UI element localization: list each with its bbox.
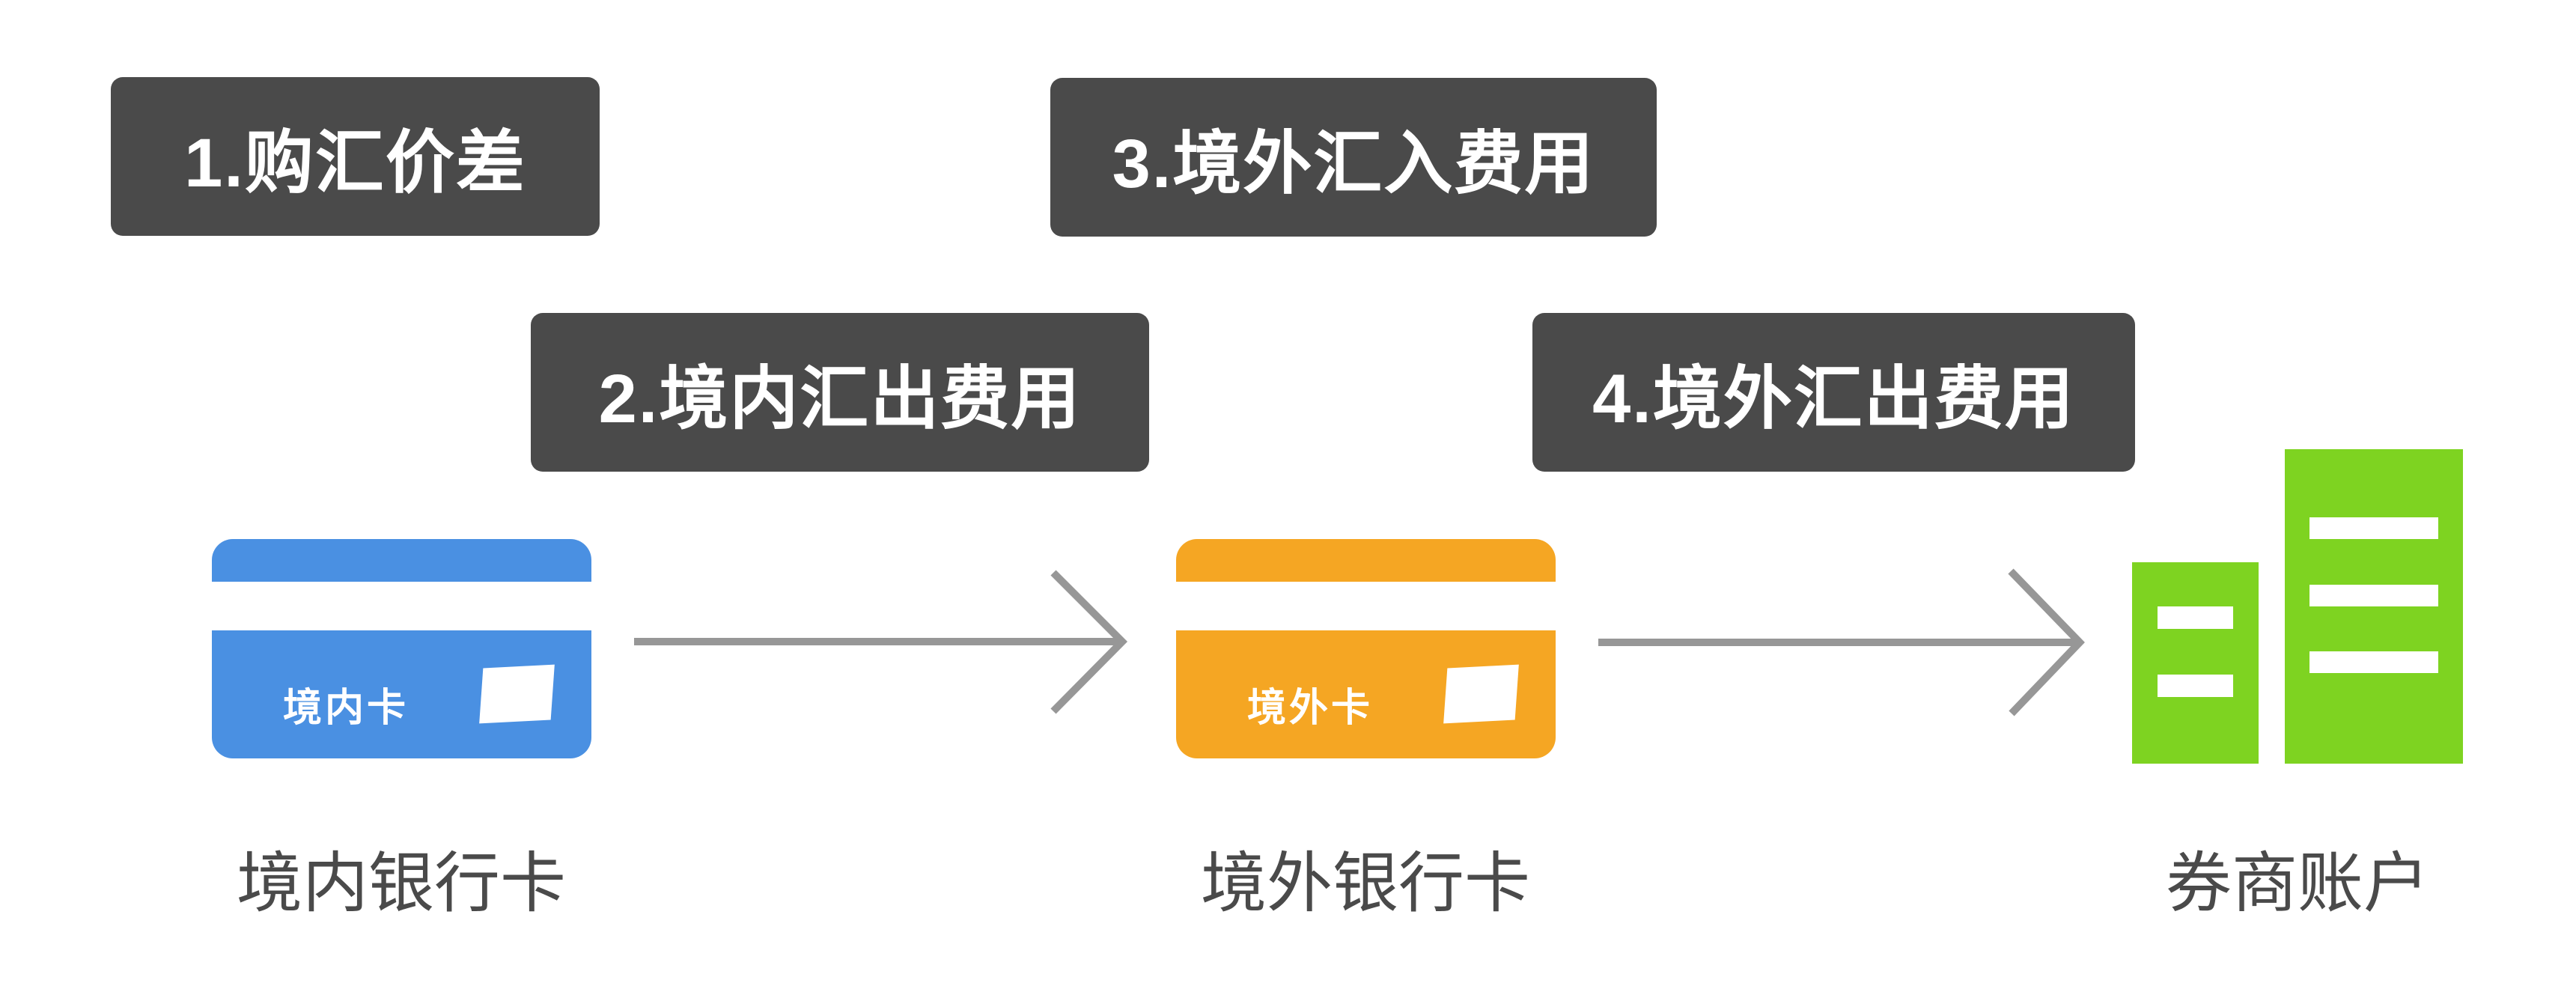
card-body: 境外卡 bbox=[1176, 630, 1556, 758]
card-body: 境内卡 bbox=[212, 630, 591, 758]
building-window bbox=[2158, 675, 2233, 697]
building-short bbox=[2132, 562, 2259, 764]
overseas-bank-card-icon: 境外卡 bbox=[1176, 539, 1556, 758]
building-window bbox=[2309, 585, 2438, 606]
building-window bbox=[2309, 517, 2438, 539]
domestic-bank-card-icon: 境内卡 bbox=[212, 539, 591, 758]
fee-label-4-overseas-remit-out-fee: 4.境外汇出费用 bbox=[1532, 313, 2135, 472]
caption-domestic-bank-card: 境内银行卡 bbox=[236, 846, 566, 920]
card-chip-icon bbox=[479, 664, 555, 724]
card-chip-icon bbox=[1443, 664, 1519, 724]
building-tall bbox=[2285, 449, 2463, 764]
fee-label-1-exchange-spread: 1.购汇价差 bbox=[111, 77, 600, 236]
card-label: 境内卡 bbox=[283, 687, 409, 730]
caption-overseas-bank-card: 境外银行卡 bbox=[1200, 846, 1530, 920]
broker-buildings-icon bbox=[2132, 449, 2463, 764]
arrow-overseas-to-broker-icon bbox=[1598, 568, 2085, 716]
card-top-stripe bbox=[212, 539, 591, 582]
card-label: 境外卡 bbox=[1247, 687, 1374, 730]
card-top-stripe bbox=[1176, 539, 1556, 582]
building-window bbox=[2309, 651, 2438, 673]
fee-label-3-overseas-remit-in-fee: 3.境外汇入费用 bbox=[1050, 78, 1657, 237]
arrow-domestic-to-overseas-icon bbox=[634, 570, 1128, 714]
fee-label-2-domestic-remit-out-fee: 2.境内汇出费用 bbox=[531, 313, 1149, 472]
building-window bbox=[2158, 606, 2233, 629]
caption-broker-account: 券商账户 bbox=[2165, 846, 2429, 920]
